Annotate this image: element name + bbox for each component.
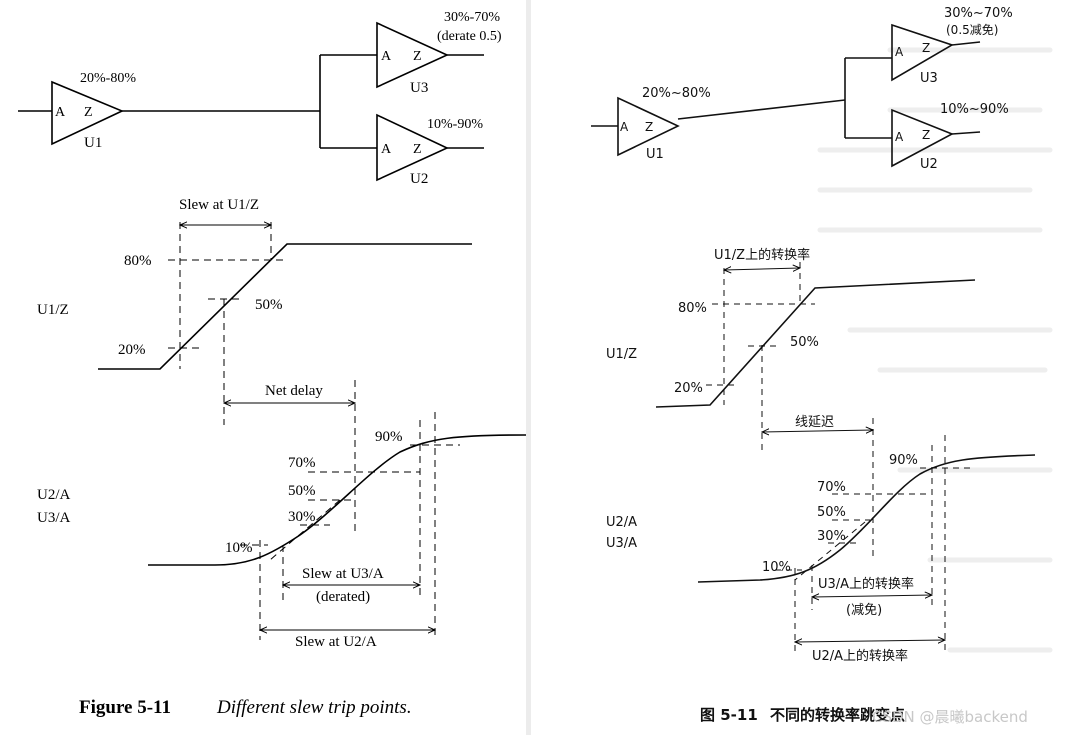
right-slew-u2a-label: U2/A上的转换率	[812, 648, 908, 664]
right-caption-text: 不同的转换率跳变点	[770, 706, 905, 724]
left-signal-u3a: U3/A	[37, 510, 71, 526]
left-level-20: 20%	[118, 342, 146, 358]
left-u2-range: 10%-90%	[427, 117, 483, 132]
left-u3-range: 30%-70%	[444, 10, 500, 25]
left-u3-name: U3	[410, 80, 428, 96]
left-buffer-u3: A Z U3 30%-70% (derate 0.5)	[376, 10, 502, 96]
right-level-50b: 50%	[817, 505, 846, 520]
right-fanout-wires	[844, 57, 892, 139]
left-u1-pin-z: Z	[84, 105, 93, 120]
right-u2a-waveform: 90% 70% 50% 30% 10% U2/A U3/A U3/A上的转换率 …	[606, 435, 1036, 664]
left-level-30: 30%	[288, 509, 316, 525]
left-fanout-wires	[319, 54, 377, 149]
left-slew-u1z-label: Slew at U1/Z	[179, 197, 259, 213]
right-level-90: 90%	[889, 453, 918, 468]
left-u1z-waveform: Slew at U1/Z 80% 50% 20% U1/Z Net delay	[37, 197, 472, 535]
right-u1-pin-a: A	[620, 120, 629, 134]
left-level-80: 80%	[124, 253, 152, 269]
left-u3-pin-a: A	[381, 49, 392, 64]
right-level-80: 80%	[678, 301, 707, 316]
right-u2-pin-z: Z	[922, 128, 930, 142]
left-caption-text: Different slew trip points.	[216, 697, 412, 718]
left-u2-pin-z: Z	[413, 142, 422, 157]
left-slew-u3a-label: Slew at U3/A	[302, 566, 384, 582]
right-level-20: 20%	[674, 381, 703, 396]
left-signal-u1z: U1/Z	[37, 302, 69, 318]
left-buffer-u1: A Z U1 20%-80%	[18, 71, 320, 151]
right-u3-name: U3	[920, 71, 938, 86]
left-level-50: 50%	[255, 297, 283, 313]
right-slew-u1z-label: U1/Z上的转换率	[714, 247, 810, 263]
left-slew-u2a-label: Slew at U2/A	[295, 634, 377, 650]
left-u1-pin-a: A	[55, 105, 66, 120]
right-net-delay-label: 线延迟	[795, 415, 834, 430]
left-u1-name: U1	[84, 135, 102, 151]
left-panel: A Z U1 20%-80% A Z U3 30%-70% (derate 0.…	[18, 10, 528, 718]
left-level-90: 90%	[375, 429, 403, 445]
right-u2-pin-a: A	[895, 130, 904, 144]
right-u1-range: 20%~80%	[642, 86, 711, 101]
right-buffer-u2: A Z U2 10%~90%	[891, 102, 1009, 172]
right-u1-pin-z: Z	[645, 120, 653, 134]
right-signal-u3a: U3/A	[606, 536, 637, 551]
left-buffer-u2: A Z U2 10%-90%	[376, 113, 484, 187]
right-u3-pin-a: A	[895, 45, 904, 59]
right-level-50: 50%	[790, 335, 819, 350]
right-level-30: 30%	[817, 529, 846, 544]
watermark: CSDN @晨曦backend	[872, 708, 1028, 726]
right-u3-pin-z: Z	[922, 41, 930, 55]
left-net-delay-label: Net delay	[265, 383, 323, 399]
right-u3-range: 30%~70%	[944, 6, 1013, 21]
left-u2-name: U2	[410, 171, 428, 187]
left-level-10: 10%	[225, 540, 253, 556]
right-slew-u3a-label: U3/A上的转换率	[818, 576, 914, 592]
right-slew-u3a-note: (减免)	[846, 603, 882, 618]
left-u3-derate-note: (derate 0.5)	[437, 29, 502, 44]
right-level-70: 70%	[817, 480, 846, 495]
right-level-10: 10%	[762, 560, 791, 575]
right-background-bleed	[817, 47, 1053, 653]
right-panel: A Z U1 20%~80% A Z U3 30%~70% (0.5减免) A …	[591, 6, 1036, 724]
right-u1z-waveform: U1/Z上的转换率 80% 50% 20% U1/Z 线延迟	[606, 247, 976, 560]
left-signal-u2a: U2/A	[37, 487, 71, 503]
left-u2a-waveform: 90% 70% 50% 30% 10% U2/A U3/A Slew at U3…	[37, 412, 528, 650]
left-level-50b: 50%	[288, 483, 316, 499]
right-u2-name: U2	[920, 157, 938, 172]
left-u2-pin-a: A	[381, 142, 392, 157]
left-u3-pin-z: Z	[413, 49, 422, 64]
right-u1-name: U1	[646, 147, 664, 162]
left-slew-u3a-note: (derated)	[316, 589, 370, 605]
left-caption-number: Figure 5-11	[79, 697, 171, 718]
right-signal-u1z: U1/Z	[606, 347, 637, 362]
right-buffer-u1: A Z U1 20%~80%	[591, 86, 846, 162]
right-caption-number: 图 5-11	[700, 706, 758, 724]
right-buffer-u3: A Z U3 30%~70% (0.5减免)	[891, 6, 1013, 86]
left-level-70: 70%	[288, 455, 316, 471]
right-signal-u2a: U2/A	[606, 515, 637, 530]
left-u1-range: 20%-80%	[80, 71, 136, 86]
right-u2-range: 10%~90%	[940, 102, 1009, 117]
page-divider	[526, 0, 531, 735]
right-u3-derate-note: (0.5减免)	[946, 22, 998, 37]
